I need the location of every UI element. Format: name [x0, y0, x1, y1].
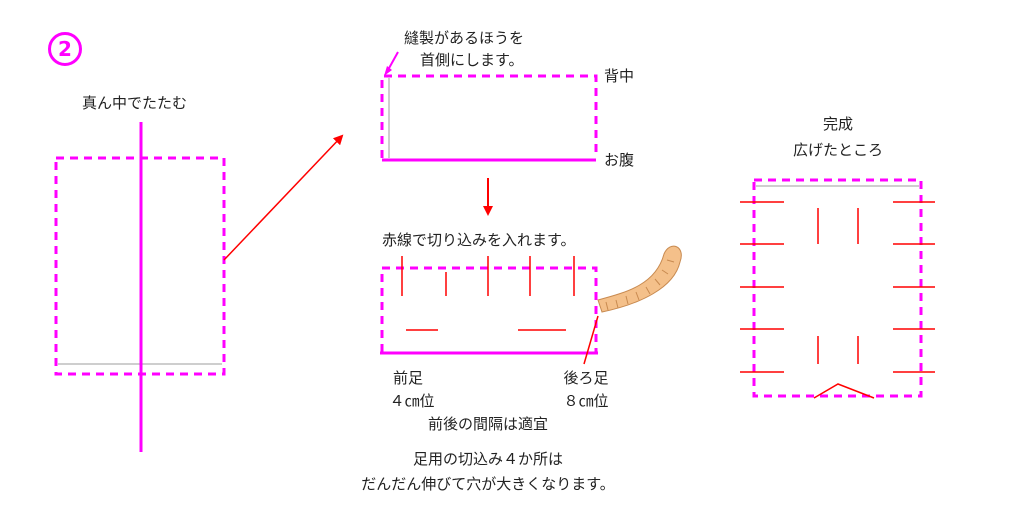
seam-note-line-1: 縫製があるほうを — [404, 29, 525, 47]
spacing-note: 前後の間隔は適宜 — [427, 415, 548, 433]
tail-shape — [597, 245, 682, 313]
step-number-badge: 2 — [48, 32, 82, 66]
cut-panel-outline — [380, 266, 598, 352]
panel-folded — [380, 51, 598, 162]
hind-leg-size: ８㎝位 — [563, 392, 609, 410]
finished-outline — [752, 178, 923, 398]
front-leg-label: 前足 — [392, 369, 423, 387]
panel-fold — [54, 122, 226, 452]
seam-pointer-head — [384, 66, 392, 76]
folded-outline — [380, 74, 598, 158]
legs-note-line-1: 足用の切込み４か所は — [412, 450, 563, 468]
hind-leg-pointer — [583, 315, 599, 365]
panel-finished — [740, 178, 935, 399]
back-label: 背中 — [604, 67, 635, 85]
finished-title: 完成 — [822, 115, 853, 133]
cut-instruction: 赤線で切り込みを入れます。 — [382, 231, 576, 249]
seam-note-line-2: 首側にします。 — [420, 51, 524, 69]
arrow-to-folded — [223, 134, 344, 261]
cut-lines — [401, 256, 599, 365]
tail-texture — [605, 259, 675, 311]
panel-cuts — [380, 245, 682, 365]
front-leg-size: ４㎝位 — [389, 392, 435, 410]
finished-cuts — [740, 201, 935, 399]
hind-leg-label: 後ろ足 — [563, 369, 609, 387]
seam-pointer — [387, 51, 399, 71]
tail-notch — [813, 383, 875, 399]
fold-center-label: 真ん中でたたむ — [82, 94, 188, 112]
finished-subtitle: 広げたところ — [792, 141, 883, 159]
belly-label: お腹 — [604, 151, 635, 169]
legs-note-line-2: だんだん伸びて穴が大きくなります。 — [361, 475, 615, 493]
